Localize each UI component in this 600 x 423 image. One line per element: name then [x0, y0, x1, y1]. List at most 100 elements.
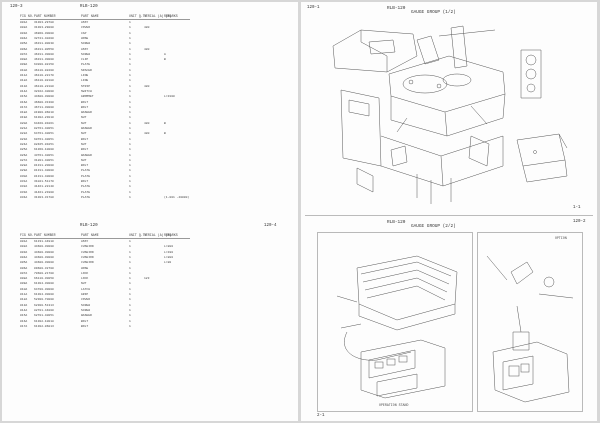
cell-name: PLATE: [81, 174, 91, 178]
right-inset-caption: OPTION: [555, 236, 567, 240]
cell-r: B: [164, 121, 166, 125]
cell-qty: 1: [129, 63, 131, 67]
cell-pn: 09600-32700: [34, 266, 54, 270]
cell-name: BOLT: [81, 137, 89, 141]
cell-no: 016A: [20, 319, 28, 323]
cell-name: CUSHION: [81, 245, 94, 249]
cell-no: 018A: [20, 111, 28, 115]
cell-name: CLIP: [81, 58, 89, 62]
cell-name: BOLT: [81, 319, 89, 323]
cell-no: 027A: [20, 158, 28, 162]
cell-name: LOCK: [81, 271, 89, 275]
cell-qty: 1: [129, 250, 131, 254]
cell-no: 008A: [20, 277, 28, 281]
left-top-model: RLB-120: [80, 5, 98, 9]
cell-qty: 1: [129, 58, 131, 62]
cell-pn: 46311-30000: [34, 58, 54, 62]
cell-pn: 46311-00550: [34, 47, 54, 51]
cell-name: ASSY: [81, 47, 89, 51]
cell-r: B: [164, 58, 166, 62]
cell-pn: 62701-40051: [34, 314, 54, 318]
cell-qty: 1: [129, 52, 131, 56]
right-bottom-footer-mark: 2-1: [317, 414, 325, 418]
cell-no: 003A: [20, 31, 28, 35]
cell-no: 030A: [20, 174, 28, 178]
cell-qty: 1: [129, 153, 131, 157]
cell-name: BOLT: [81, 100, 89, 104]
cell-name: GRIP: [81, 293, 89, 296]
cell-qty: 1: [129, 47, 131, 51]
cell-name: SCREW: [81, 303, 91, 307]
cell-qty: 1: [129, 142, 131, 146]
cell-pn: 44600-30000: [34, 255, 54, 259]
cell-no: 005A: [20, 42, 28, 46]
left-bottom-model: RLB-120: [80, 224, 98, 228]
cell-name: NUT: [81, 282, 87, 286]
cell-pn: 31021-51170: [34, 180, 54, 183]
cell-pn: 46311-30000: [34, 52, 54, 56]
cell-qty: 1: [129, 271, 131, 275]
cell-qty: 1: [129, 169, 131, 173]
cell-name: CUSHION: [81, 255, 94, 259]
cell-qty: 1: [129, 277, 131, 281]
cell-qty: 1: [129, 180, 131, 183]
cell-pn: 46110-02200: [34, 68, 54, 72]
left-page: 120-3 RLB-120 FIG NO. PART NUMBER PART N…: [2, 2, 298, 421]
cell-qty: 1: [129, 314, 131, 318]
cell-pn: 44600-30000: [34, 245, 54, 249]
cell-name: LINE: [81, 79, 89, 83]
cell-qty: 1: [129, 164, 131, 168]
top-col-remarks: REMARKS: [164, 14, 178, 18]
cell-name: PLATE: [81, 195, 91, 199]
cell-name: SCREW: [81, 42, 91, 46]
cell-pn: 70600-21700: [34, 271, 54, 275]
cell-pn: 41461-22140: [34, 185, 54, 189]
cell-qty: 1: [129, 261, 131, 265]
cell-r: L=190: [164, 250, 174, 254]
cell-qty: 1: [129, 319, 131, 323]
cell-pn: 41461-21900: [34, 190, 54, 194]
cell-pn: 01311-40000: [34, 174, 54, 178]
cell-s: 480: [144, 47, 150, 51]
cell-pn: 32162-40000: [34, 89, 54, 93]
cell-qty: 1: [129, 158, 131, 162]
bottom-col-remarks: REMARKS: [164, 233, 178, 237]
cell-name: NUT: [81, 121, 87, 125]
bottom-col-qty: UNIT Q.TY: [129, 233, 147, 237]
cell-pn: 02465-01051: [34, 142, 54, 146]
cell-no: 005A: [20, 261, 28, 265]
cell-name: CUSHION: [81, 261, 94, 265]
cell-no: 002A: [20, 26, 28, 30]
cell-no: 010A: [20, 68, 28, 72]
cell-qty: 1: [129, 95, 131, 99]
cell-qty: 1: [129, 148, 131, 152]
cell-no: 025A: [20, 148, 28, 152]
cell-name: NUT: [81, 158, 87, 162]
cell-no: 033A: [20, 190, 28, 194]
cell-pn: 43761-40051: [34, 153, 54, 157]
cell-name: HOSE: [81, 266, 89, 270]
cell-qty: 1: [129, 266, 131, 270]
cell-qty: 1: [129, 89, 131, 93]
cell-r: (1-001 -40000): [164, 195, 190, 199]
cell-pn: 31303-31780: [34, 195, 54, 199]
